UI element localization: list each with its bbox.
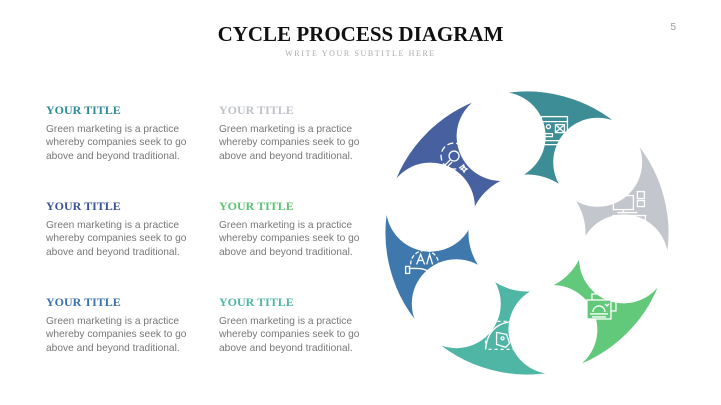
text-block-6: YOUR TITLE Green marketing is a practice…: [219, 295, 389, 355]
cycle-segment-wireframe: [489, 88, 630, 194]
image-icon: [586, 293, 617, 320]
block-title: YOUR TITLE: [219, 199, 294, 213]
block-title: YOUR TITLE: [46, 103, 121, 117]
text-block-5: YOUR TITLE Green marketing is a practice…: [46, 295, 216, 355]
text-block-1: YOUR TITLE Green marketing is a practice…: [46, 103, 216, 163]
pen-tool-icon: [484, 320, 515, 351]
block-title: YOUR TITLE: [46, 199, 121, 213]
block-text: Green marketing is a practice whereby co…: [46, 220, 187, 258]
page-subtitle: WRITE YOUR SUBTITLE HERE: [285, 49, 436, 58]
cycle-segment-tools: [387, 93, 513, 219]
wrench-sparkle-icon: [437, 140, 472, 175]
cycle-segment-vector: [424, 272, 565, 378]
hand-fonts-icon: [404, 249, 441, 275]
block-text: Green marketing is a practice whereby co…: [46, 316, 187, 354]
wireframe-icon: [540, 115, 570, 146]
page-title: CYCLE PROCESS DIAGRAM: [217, 22, 504, 46]
block-text: Green marketing is a practice whereby co…: [219, 220, 360, 258]
text-block-2: YOUR TITLE Green marketing is a practice…: [219, 103, 389, 163]
desk-monitor-icon: [612, 190, 647, 222]
block-title: YOUR TITLE: [46, 295, 121, 309]
cycle-segment-workspace: [566, 130, 672, 271]
text-block-3: YOUR TITLE Green marketing is a practice…: [46, 199, 216, 259]
block-text: Green marketing is a practice whereby co…: [219, 316, 360, 354]
page-number: 5: [670, 22, 676, 33]
cycle-segment-fonts: [382, 195, 488, 336]
block-title: YOUR TITLE: [219, 295, 294, 309]
block-title: YOUR TITLE: [219, 103, 294, 117]
block-text: Green marketing is a practice whereby co…: [219, 124, 360, 162]
text-block-4: YOUR TITLE Green marketing is a practice…: [219, 199, 389, 259]
block-text: Green marketing is a practice whereby co…: [46, 124, 187, 162]
